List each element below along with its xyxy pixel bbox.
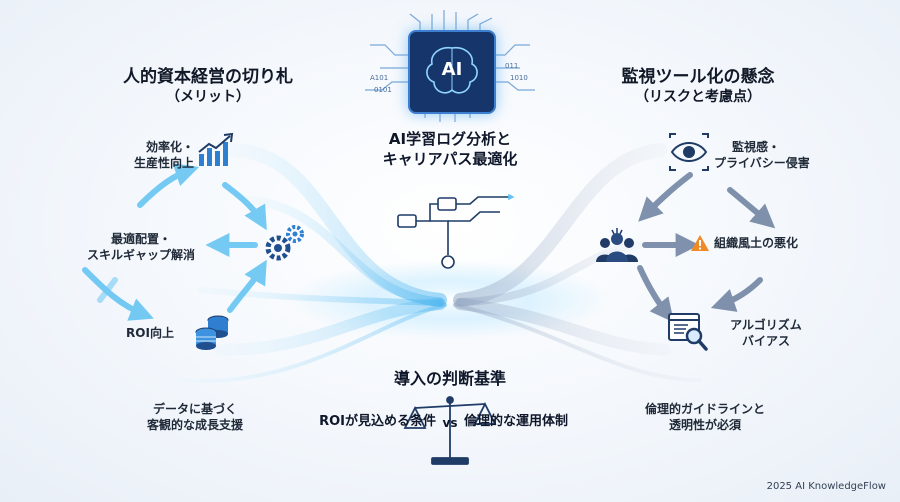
left-item-placement-line1: 最適配置・ [110,232,171,246]
binary-text-1: A101 [370,74,389,82]
left-item-roi: ROI向上 [120,326,180,342]
right-bottom-line1: 倫理的ガイドラインと [644,402,765,416]
center-title: AI学習ログ分析と キャリアパス最適化 [360,130,540,169]
left-item-placement-line2: スキルギャップ解消 [86,247,195,262]
judge-title: 導入の判断基準 [393,369,506,388]
compare-vs: vs [442,416,458,430]
left-streams [178,143,447,383]
left-item-efficiency-line2: 生産性向上 [133,155,194,170]
gears-icon [262,222,308,266]
right-arrows [637,172,776,323]
left-arrows [82,163,267,321]
binary-text-3: 1010 [510,74,528,82]
brain-icon [426,46,478,94]
bar-chart-up-icon [196,132,236,168]
left-item-efficiency-line1: 効率化・ [145,140,194,154]
left-subheading: （メリット） [166,89,250,106]
gears-svg [265,225,304,261]
compare-left: ROIが見込める条件 [319,414,436,429]
right-item-privacy-line2: プライバシー侵害 [714,155,810,170]
coin-stack-svg [195,315,229,350]
left-item-placement: 最適配置・ スキルギャップ解消 [76,232,206,263]
right-item-culture-line1: 組織風土の悪化 [714,236,799,250]
career-path-icon [397,193,515,269]
warning-icon [690,234,710,252]
left-item-roi-line1: ROI向上 [126,326,174,340]
right-item-privacy: 監視感・ プライバシー侵害 [714,140,834,171]
document-search-icon [666,310,710,354]
left-bottom-line2: 客観的な成長支援 [146,417,243,432]
footer-credit: 2025 AI KnowledgeFlow [766,481,886,492]
document-search-svg [668,313,708,351]
binary-text-2: 011 [505,62,519,70]
ai-brain-chip-icon: AI [408,30,496,114]
center-title-line1: AI学習ログ分析と [388,130,512,148]
eye-icon [666,132,712,172]
bar-chart-up-svg [198,132,234,166]
left-bottom-line1: データに基づく [152,402,237,416]
right-bottom-line2: 透明性が必須 [668,417,741,432]
group-people-icon [594,226,640,266]
right-item-privacy-line1: 監視感・ [732,140,781,154]
left-bottom-note: データに基づく 客観的な成長支援 [130,402,260,433]
coin-stack-icon [192,312,232,352]
balance-scale-icon [403,396,497,465]
left-heading: 人的資本経営の切り札 [123,67,293,87]
right-heading-block: 監視ツール化の懸念 （リスクと考慮点） [598,66,798,106]
left-item-efficiency: 効率化・ 生産性向上 [104,140,194,171]
right-item-culture: 組織風土の悪化 [714,236,824,252]
ai-chip-label: AI [441,59,463,80]
warning-svg [691,235,709,251]
eye-svg [669,133,709,171]
right-bottom-note: 倫理的ガイドラインと 透明性が必須 [630,402,780,433]
left-heading-block: 人的資本経営の切り札 （メリット） [108,66,308,106]
compare-right: 倫理的な運用体制 [464,414,569,429]
right-heading: 監視ツール化の懸念 [621,67,775,87]
circuit-lines [365,10,535,122]
right-streams [453,143,702,382]
right-item-bias-line2: バイアス [741,333,790,348]
right-item-bias-line1: アルゴリズム [730,318,802,332]
binary-text-4: 0101 [374,86,392,94]
right-subheading: （リスクと考慮点） [635,89,761,106]
right-item-bias: アルゴリズム バイアス [716,318,816,349]
group-people-svg [596,228,638,262]
center-title-line2: キャリアパス最適化 [382,149,518,168]
